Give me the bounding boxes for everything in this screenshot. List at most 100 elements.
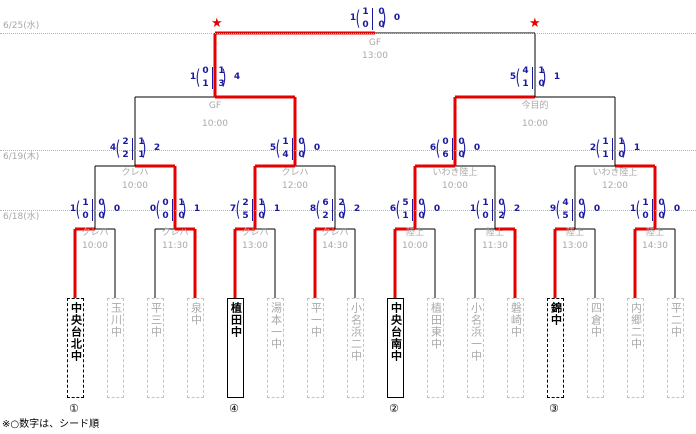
team-box: 平一中 [307,298,324,398]
team-name: 湯本一中 [269,302,283,350]
half-score: 1 [522,79,529,89]
half-score: 1 [82,198,89,208]
bracket-close-icon: ) [621,136,627,160]
team-box: 小名浜二中 [347,298,364,398]
half-score: 0 [418,211,425,221]
bracket-close-icon: ) [221,65,227,89]
half-score: 0 [98,211,105,221]
half-score: 1 [202,79,209,89]
bracket-close-icon: ) [501,197,507,221]
team-name: 玉川中 [109,302,123,338]
half-score: 1 [362,7,369,17]
half-score: 1 [402,211,409,221]
half-score: 0 [298,137,305,147]
team-box: 錦中 [547,298,564,398]
match-venue: 陸上 [405,228,424,238]
half-score: 2 [242,198,249,208]
half-score: 0 [458,137,465,147]
date-label-round1: 6/18(水) [3,212,40,222]
half-score: 0 [442,137,449,147]
team-box: 植田中 [227,298,244,398]
bracket-open-icon: ( [475,197,481,221]
total-score-left: 1 [469,204,477,214]
bracket-open-icon: ( [515,65,521,89]
match-time: 10:00 [522,119,548,129]
half-score: 6 [442,150,449,160]
team-box: 玉川中 [107,298,124,398]
match-time: 12:00 [602,181,628,191]
total-score-left: 2 [589,143,597,153]
bracket-close-icon: ) [581,197,587,221]
star-icon: ★ [529,16,541,31]
bracket-close-icon: ) [181,197,187,221]
half-score: 0 [362,20,369,30]
bracket-close-icon: ) [141,136,147,160]
half-score: 1 [602,137,609,147]
score-divider [532,67,533,89]
match-time: 13:00 [562,241,588,251]
half-score: 0 [418,198,425,208]
match-venue: クレハ [241,228,269,238]
half-score: 0 [82,211,89,221]
team-name: 泉中 [189,302,203,326]
half-score: 0 [482,211,489,221]
team-name: 小名浜二中 [349,302,363,362]
bracket-close-icon: ) [341,197,347,221]
match-venue: クレハ [281,168,309,178]
half-score: 2 [338,198,345,208]
team-name: 平三中 [149,302,163,338]
team-box: 磐崎中 [507,298,524,398]
team-name: 平一中 [309,302,323,338]
total-score-right: 0 [673,204,681,214]
score-divider [172,199,173,221]
total-score-right: 0 [433,204,441,214]
half-score: 1 [618,137,625,147]
match-time: 14:30 [322,241,348,251]
half-score: 0 [378,20,385,30]
total-score-left: 1 [189,72,197,82]
score-divider [372,8,373,30]
bracket-open-icon: ( [195,65,201,89]
half-score: 0 [378,7,385,17]
date-label-round2: 6/19(木) [3,152,40,162]
date-separator [0,33,696,34]
bracket-open-icon: ( [435,136,441,160]
match-venue: 陸上 [645,228,664,238]
score-divider [292,138,293,160]
match-time: 10:00 [402,241,428,251]
bracket-close-icon: ) [421,197,427,221]
bracket-open-icon: ( [555,197,561,221]
team-name: 植田中 [229,302,243,338]
half-score: 1 [138,137,145,147]
match-venue: 今目的 [521,101,549,111]
total-score-right: 0 [593,204,601,214]
score-divider [92,199,93,221]
match-venue: いわき陸上 [592,168,638,178]
match-venue: クレハ [321,228,349,238]
bracket-open-icon: ( [155,197,161,221]
score-divider [612,138,613,160]
date-separator [0,210,696,211]
half-score: 0 [338,211,345,221]
footnote: ※○数字は、シード順 [2,419,100,430]
half-score: 1 [642,198,649,208]
half-score: 5 [242,211,249,221]
half-score: 6 [322,198,329,208]
half-score: 1 [258,198,265,208]
seed-number: ② [389,402,399,415]
bracket-close-icon: ) [381,6,387,30]
bracket-close-icon: ) [661,197,667,221]
half-score: 2 [322,211,329,221]
half-score: 0 [658,198,665,208]
half-score: 1 [482,198,489,208]
bracket-open-icon: ( [635,197,641,221]
bracket-open-icon: ( [395,197,401,221]
